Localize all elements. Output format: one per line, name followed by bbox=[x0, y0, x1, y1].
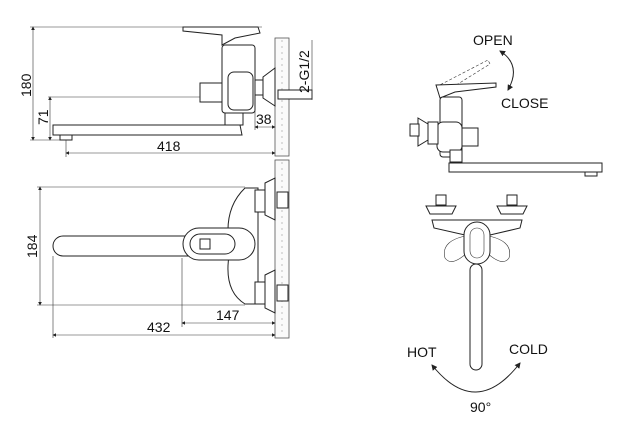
dimension-label-71: 71 bbox=[35, 109, 51, 125]
connector-nut bbox=[254, 79, 264, 96]
dimension-label-147: 147 bbox=[216, 307, 240, 323]
hot-label: HOT bbox=[407, 344, 437, 360]
valve-housing bbox=[227, 71, 254, 111]
side-view: 180 71 2-G1/2 38 418 bbox=[18, 26, 313, 157]
spout bbox=[52, 124, 243, 136]
hot-cold-arrow-icon bbox=[431, 362, 521, 393]
eccentric-upper bbox=[254, 177, 289, 221]
lever-handle-side bbox=[435, 82, 497, 99]
escutcheon bbox=[262, 67, 276, 107]
aerator bbox=[59, 134, 73, 141]
angle-label: 90° bbox=[470, 399, 491, 415]
spout-side bbox=[448, 162, 603, 173]
lever-handle bbox=[182, 26, 261, 46]
open-close-arrow-icon bbox=[499, 50, 514, 91]
eccentric-lower bbox=[254, 269, 289, 314]
dimension-label-418: 418 bbox=[157, 138, 181, 154]
open-close-view: OPEN CLOSE bbox=[409, 32, 603, 177]
hot-cold-view: HOT COLD 90° bbox=[407, 194, 548, 415]
top-view: 184 147 432 bbox=[24, 159, 290, 339]
spout-top bbox=[52, 235, 204, 257]
thread-label: 2-G1/2 bbox=[296, 50, 312, 93]
spout-nut bbox=[224, 111, 244, 126]
dimension-label-432: 432 bbox=[147, 319, 171, 335]
dimension-label-184: 184 bbox=[24, 234, 40, 258]
lever-cold-position bbox=[483, 234, 511, 262]
close-label: CLOSE bbox=[501, 95, 548, 111]
spout-front bbox=[469, 263, 483, 371]
dimension-label-38: 38 bbox=[256, 111, 272, 127]
lever-hot-position bbox=[443, 234, 471, 262]
open-label: OPEN bbox=[473, 32, 513, 48]
diverter bbox=[199, 82, 223, 103]
cold-label: COLD bbox=[509, 341, 548, 357]
lever-open-position bbox=[435, 59, 491, 93]
dimension-label-180: 180 bbox=[18, 73, 34, 97]
